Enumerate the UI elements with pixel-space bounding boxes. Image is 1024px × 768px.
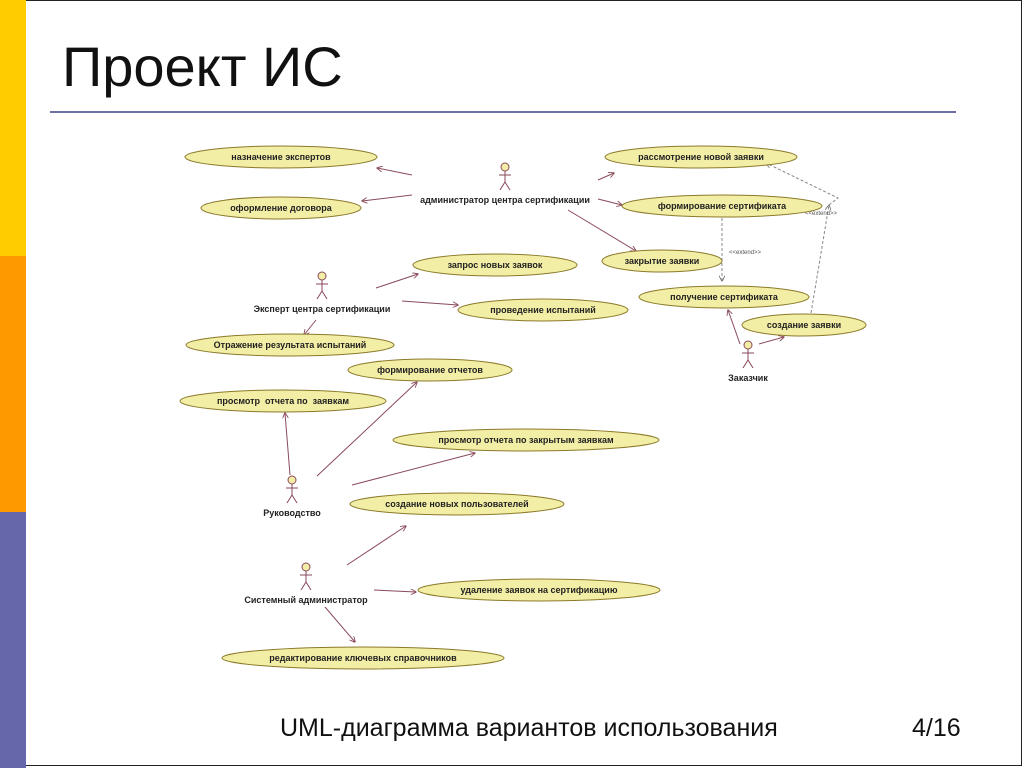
- usecase-provedenie-ispytaniy: [457, 298, 629, 322]
- usecase-poluchenie-sertifikata: [638, 285, 810, 309]
- actor-sysadmin-figure: [300, 562, 312, 591]
- usecase-prosmotr-otcheta: [179, 389, 387, 413]
- usecase-label: создание новых пользователей: [385, 499, 528, 509]
- usecase-label: редактирование ключевых справочников: [269, 653, 457, 663]
- association-lines: [285, 168, 784, 642]
- actor-label-management: Руководство: [263, 508, 321, 518]
- actor-figures: [286, 162, 754, 591]
- usecase-otrazhenie-rezultata: [185, 333, 395, 357]
- usecase-label: рассмотрение новой заявки: [638, 152, 764, 162]
- usecase-udalenie-zayavok: [417, 578, 661, 602]
- slide-caption: UML-диаграмма вариантов использования: [280, 714, 778, 742]
- usecase-zakrytie-zayavki: [601, 249, 723, 273]
- actor-label-expert: Эксперт центра сертификации: [254, 304, 391, 314]
- extend-label-2: <<extend>>: [805, 211, 838, 217]
- usecase-label: назначение экспертов: [231, 152, 331, 162]
- usecase-naznachenie-ekspertov: [184, 145, 378, 169]
- accent-bar-yellow: [0, 0, 26, 256]
- actor-admin-figure: [499, 162, 511, 191]
- usecase-rassmotrenie-zayavki: [604, 145, 798, 169]
- usecase-label: просмотр отчета по закрытым заявкам: [438, 435, 614, 445]
- usecase-label: проведение испытаний: [490, 305, 596, 315]
- accent-bar-orange: [0, 256, 26, 512]
- usecase-formirovanie-otchetov: [347, 358, 513, 382]
- actor-customer-figure: [742, 340, 754, 369]
- usecase-label: просмотр отчета по заявкам: [217, 396, 349, 406]
- usecase-redaktirovanie-spravochnikov: [221, 646, 505, 670]
- usecase-label: получение сертификата: [670, 292, 779, 302]
- actor-management-figure: [286, 475, 298, 504]
- slide-title: Проект ИС: [62, 35, 343, 98]
- actor-label-customer: Заказчик: [728, 373, 768, 383]
- actor-label-admin: администратор центра сертификации: [420, 195, 590, 205]
- accent-bar-blue: [0, 512, 26, 768]
- usecase-label: создание заявки: [767, 320, 841, 330]
- usecase-sozdanie-polzovateley: [349, 492, 565, 516]
- usecase-label: закрытие заявки: [625, 256, 700, 266]
- usecase-label: Отражение результата испытаний: [214, 340, 367, 350]
- usecase-prosmotr-zakrytyh: [392, 428, 660, 452]
- extend-label-1: <<extend>>: [729, 250, 762, 256]
- usecase-zapros-novyh-zayavok: [412, 253, 578, 277]
- actor-label-sysadmin: Системный администратор: [244, 595, 368, 605]
- actor-expert-figure: [316, 271, 328, 300]
- usecase-formirovanie-sertifikata: [621, 194, 823, 218]
- usecase-label: удаление заявок на сертификацию: [460, 585, 617, 595]
- usecase-label: формирование отчетов: [377, 365, 483, 375]
- usecase-label: формирование сертификата: [658, 201, 787, 211]
- usecase-label: запрос новых заявок: [448, 260, 543, 270]
- extend-lines: [722, 163, 839, 314]
- usecase-label: оформление договора: [230, 203, 333, 213]
- usecase-oformlenie-dogovora: [200, 196, 362, 220]
- usecase-sozdanie-zayavki: [741, 313, 867, 337]
- use-case-ellipses: [179, 145, 867, 670]
- page-number: 4/16: [912, 714, 961, 742]
- title-divider: [50, 111, 956, 113]
